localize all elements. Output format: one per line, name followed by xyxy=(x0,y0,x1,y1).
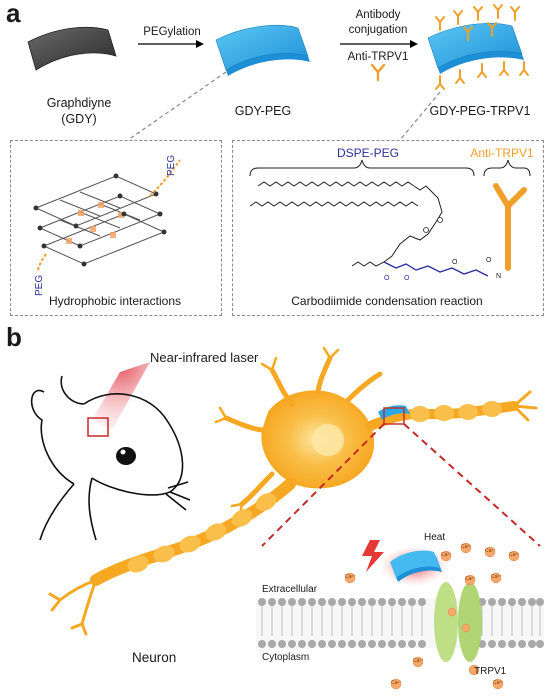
ion-label-4: Ca²⁺ xyxy=(509,552,520,558)
gdy-peg-label: GDY-PEG xyxy=(234,104,292,118)
zoom-line-left xyxy=(261,423,385,547)
trpv1-label: TRPV1 xyxy=(474,666,507,677)
antibody-conjugation-label-1: Antibody xyxy=(355,9,401,21)
svg-text:O: O xyxy=(486,257,492,264)
pegylation-label: PEGylation xyxy=(143,26,201,38)
ion-label-10: Ca²⁺ xyxy=(493,680,504,686)
ion-label-7: Ca²⁺ xyxy=(465,576,476,582)
panel-a-letter: a xyxy=(6,0,21,28)
antibody-legend-icon xyxy=(370,63,386,82)
connector-left xyxy=(127,71,227,141)
neuron-icon xyxy=(48,346,538,636)
head-target-square xyxy=(87,417,109,437)
heat-label: Heat xyxy=(424,532,446,543)
gdy-peg-trpv1-label: GDY-PEG-TRPV1 xyxy=(429,104,531,118)
antibody-conjugation-label-2: conjugation xyxy=(348,24,408,36)
svg-text:O: O xyxy=(452,259,458,266)
laser-bolt-icon xyxy=(362,540,384,572)
neuron-label: Neuron xyxy=(132,650,177,665)
heated-sheet-icon xyxy=(390,550,442,582)
carbodiimide-reaction-box xyxy=(232,140,544,316)
svg-text:N: N xyxy=(496,273,501,280)
mouse-icon xyxy=(30,375,191,541)
panel-b-letter: b xyxy=(6,322,22,352)
gdy-sheet-icon xyxy=(27,26,117,71)
cytoplasm-label: Cytoplasm xyxy=(262,652,310,663)
laser-label: Near-infrared laser xyxy=(150,350,259,365)
ion-label-6: Ca²⁺ xyxy=(491,574,502,580)
dspe-peg-structure-icon: O O O O N xyxy=(249,159,531,282)
dspe-peg-label: DSPE-PEG xyxy=(336,146,399,160)
anti-trpv1-label: Anti-TRPV1 xyxy=(470,146,534,160)
connector-right xyxy=(399,91,441,141)
svg-text:O: O xyxy=(404,275,410,282)
anti-trpv1-legend-label: Anti-TRPV1 xyxy=(347,51,409,63)
ion-label-2: Ca²⁺ xyxy=(461,544,472,550)
ion-label-3: Ca²⁺ xyxy=(485,548,496,554)
ion-label-1: Ca²⁺ xyxy=(441,552,452,558)
calcium-ions xyxy=(344,542,520,690)
carbodiimide-reaction-caption: Carbodiimide condensation reaction xyxy=(291,294,483,308)
extracellular-label: Extracellular xyxy=(262,584,318,595)
gdy-lattice-icon xyxy=(33,159,181,271)
ion-label-8: Ca²⁺ xyxy=(413,658,424,664)
ion-label-9: Ca²⁺ xyxy=(391,680,402,686)
axon-target-square xyxy=(383,407,405,425)
zoom-line-right xyxy=(403,423,541,547)
pegylation-arrow-icon xyxy=(138,40,204,48)
mouse-eye-icon xyxy=(116,447,136,465)
svg-text:O: O xyxy=(384,275,390,282)
cell-membrane-icon xyxy=(256,598,544,648)
gdy-label-2: (GDY) xyxy=(61,112,97,126)
conjugation-arrow-icon xyxy=(340,40,418,48)
ion-label-5: Ca²⁺ xyxy=(345,574,356,580)
gdy-label-1: Graphdiyne xyxy=(46,96,112,110)
trpv1-channel-icon xyxy=(434,582,482,662)
hydrophobic-interactions-box xyxy=(10,140,222,316)
gdy-peg-trpv1-sheet-icon xyxy=(427,4,529,90)
gdy-peg-sheet-icon xyxy=(215,25,310,76)
hydrophobic-interactions-caption: Hydrophobic interactions xyxy=(48,294,182,308)
laser-beam-icon xyxy=(92,362,150,430)
